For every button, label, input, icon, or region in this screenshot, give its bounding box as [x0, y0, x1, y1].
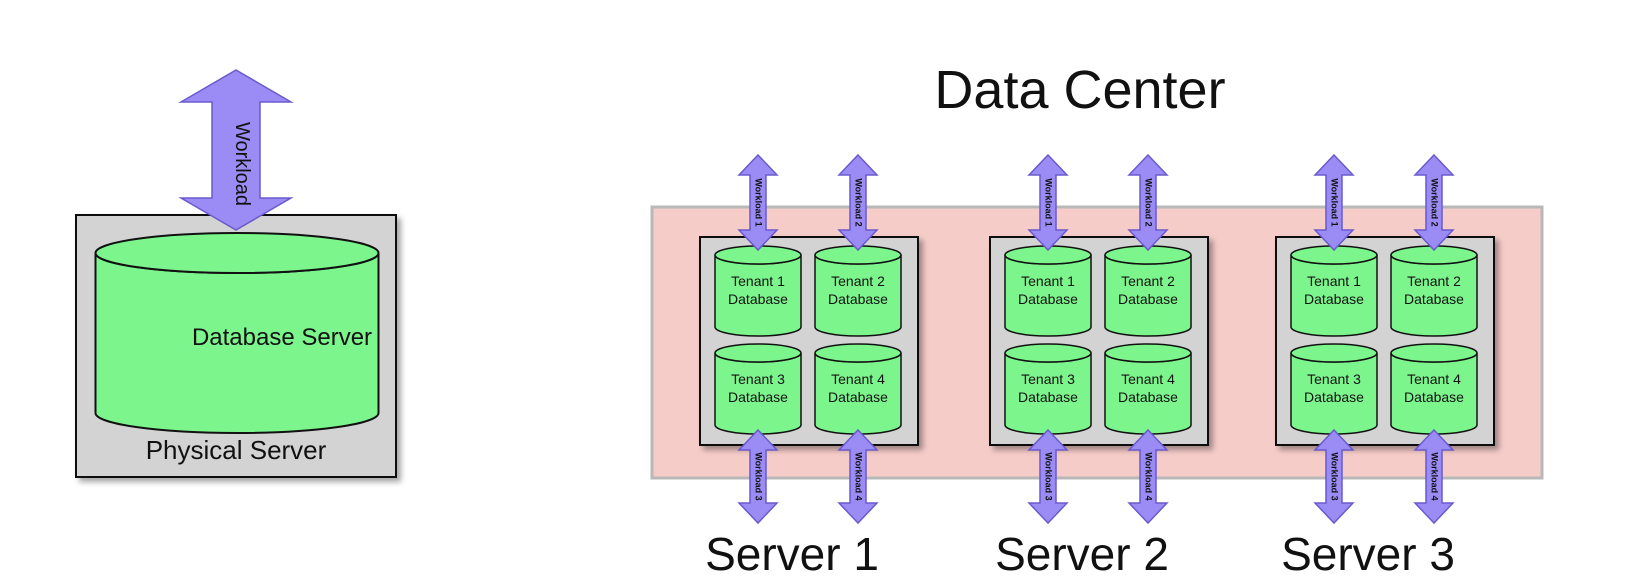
workload-double-arrow [178, 69, 294, 231]
tenant-label: Tenant 1 [1021, 273, 1075, 289]
workload-3-label: Workload 3 [754, 452, 764, 500]
tenant-label: Tenant 3 [1307, 371, 1361, 387]
tenant-4-database [814, 343, 902, 435]
tenant-db-label: Database [1304, 291, 1364, 307]
tenant-label: Tenant 1 [731, 273, 785, 289]
tenant-3-database-top [1004, 343, 1092, 363]
workload-4-label: Workload 4 [1430, 452, 1440, 500]
workload-1-arrow [737, 153, 779, 252]
workload-3-label: Workload 3 [1330, 452, 1340, 500]
workload-label: Workload [231, 122, 253, 206]
tenant-2-database [1390, 245, 1478, 337]
tenant-db-label: Database [728, 291, 788, 307]
tenant-label: Tenant 2 [1407, 273, 1461, 289]
tenant-3-database-top [714, 343, 802, 363]
tenant-label: Tenant 2 [1121, 273, 1175, 289]
workload-arrow [178, 69, 294, 231]
physical-server: Database Server Physical Server [75, 214, 397, 478]
database-server [94, 232, 380, 434]
workload-3-arrow [1313, 428, 1355, 525]
tenant-label: Tenant 4 [1407, 371, 1461, 387]
workload-1-arrow [1313, 153, 1355, 252]
tenant-3-database [1004, 343, 1092, 435]
workload-3-arrow [737, 428, 779, 525]
workload-2-arrow [837, 153, 879, 252]
tenant-db-label: Database [1018, 291, 1078, 307]
tenant-db-label: Database [1018, 389, 1078, 405]
tenant-db-label: Database [1118, 389, 1178, 405]
tenant-3-database [714, 343, 802, 435]
tenant-db-label: Database [828, 389, 888, 405]
tenant-1-database [714, 245, 802, 337]
workload-2-arrow [1127, 153, 1169, 252]
workload-2-label: Workload 2 [1430, 178, 1440, 226]
tenant-label: Tenant 3 [731, 371, 785, 387]
workload-1-label: Workload 1 [1044, 178, 1054, 226]
tenant-2-database [814, 245, 902, 337]
tenant-db-label: Database [728, 389, 788, 405]
tenant-3-database [1290, 343, 1378, 435]
workload-1-arrow [1027, 153, 1069, 252]
tenant-2-database [1104, 245, 1192, 337]
tenant-4-database-top [814, 343, 902, 363]
tenant-4-database [1104, 343, 1192, 435]
tenant-label: Tenant 1 [1307, 273, 1361, 289]
tenant-4-database [1390, 343, 1478, 435]
server-name-label: Server 2 [995, 528, 1169, 580]
tenant-4-database-top [1104, 343, 1192, 363]
workload-4-arrow [1127, 428, 1169, 525]
workload-4-arrow [837, 428, 879, 525]
tenant-db-label: Database [1404, 389, 1464, 405]
workload-4-arrow [1413, 428, 1455, 525]
server-name-label: Server 1 [705, 528, 879, 580]
tenant-4-database-top [1390, 343, 1478, 363]
server-name-label: Server 3 [1281, 528, 1455, 580]
tenant-db-label: Database [828, 291, 888, 307]
tenant-label: Tenant 2 [831, 273, 885, 289]
database-server-cylinder [94, 232, 380, 434]
workload-1-label: Workload 1 [754, 178, 764, 226]
workload-4-label: Workload 4 [854, 452, 864, 500]
workload-3-label: Workload 3 [1044, 452, 1054, 500]
workload-2-arrow [1413, 153, 1455, 252]
tenant-db-label: Database [1118, 291, 1178, 307]
database-server-top [94, 232, 380, 274]
workload-3-arrow [1027, 428, 1069, 525]
datacenter-title: Data Center [934, 60, 1225, 120]
tenant-db-label: Database [1304, 389, 1364, 405]
workload-2-label: Workload 2 [854, 178, 864, 226]
physical-server-label: Physical Server [146, 435, 327, 465]
workload-2-label: Workload 2 [1144, 178, 1154, 226]
database-server-label: Database Server [192, 324, 372, 351]
tenant-db-label: Database [1404, 291, 1464, 307]
tenant-label: Tenant 4 [1121, 371, 1175, 387]
workload-1-label: Workload 1 [1330, 178, 1340, 226]
tenant-3-database-top [1290, 343, 1378, 363]
tenant-label: Tenant 3 [1021, 371, 1075, 387]
workload-4-label: Workload 4 [1144, 452, 1154, 500]
tenant-1-database [1290, 245, 1378, 337]
tenant-1-database [1004, 245, 1092, 337]
tenant-label: Tenant 4 [831, 371, 885, 387]
